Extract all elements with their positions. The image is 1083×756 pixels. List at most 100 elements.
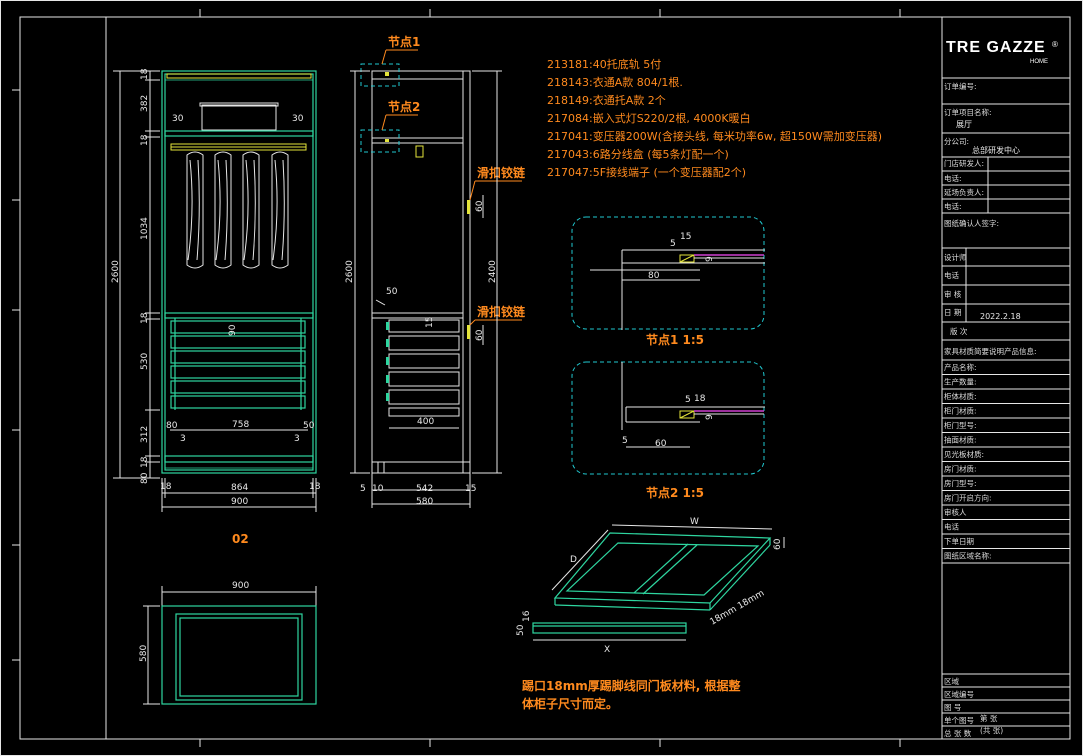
hinge-marker-1 bbox=[467, 200, 470, 214]
hinge-label-1: 滑扣铰链 bbox=[477, 165, 526, 180]
dim-total-d: 580 bbox=[416, 497, 433, 507]
plan-view: 02 900 580 bbox=[139, 532, 317, 705]
plan-dim-w: 900 bbox=[232, 581, 249, 591]
node1-label: 节点1 bbox=[388, 34, 420, 49]
dim-plinth-1: 18 bbox=[140, 456, 150, 468]
dim-side-r: 50 bbox=[303, 421, 315, 431]
d1-dim-d: 9 bbox=[705, 256, 715, 262]
title-field-label: 图纸区域名称: bbox=[944, 551, 992, 561]
footer-note-2: 体柜子尺寸而定。 bbox=[522, 696, 618, 711]
brand-logo: TRE GAZZE bbox=[946, 39, 1046, 56]
drawer-handles bbox=[386, 322, 389, 401]
title-bottom-label: 图 号 bbox=[944, 703, 961, 712]
title-field-label: 电话 bbox=[944, 522, 959, 532]
phone-label-3: 电话 bbox=[944, 270, 959, 280]
dim-side-right-h: 2400 bbox=[488, 260, 498, 283]
hinge-label-2: 滑扣铰链 bbox=[477, 304, 526, 319]
dim-drawer-tag: 15 bbox=[425, 317, 435, 328]
detail-2: 5 18 5 60 9 节点2 1:5 bbox=[571, 361, 765, 500]
phone-label-2: 电话: bbox=[944, 201, 962, 211]
side-dims bbox=[350, 70, 502, 508]
note-line: 217047:5F接线端子 (一个变压器配2个) bbox=[547, 165, 746, 179]
border-ticks bbox=[12, 9, 901, 747]
d2-dim-a: 5 bbox=[685, 395, 691, 405]
detail2-caption: 节点2 1:5 bbox=[646, 485, 704, 500]
title-field-label: 房门型号: bbox=[944, 478, 977, 488]
frame-dim-W: W bbox=[690, 517, 699, 527]
hinge-marker-2 bbox=[467, 325, 470, 339]
dim-base: 312 bbox=[140, 426, 150, 443]
dim-gap-r: 3 bbox=[294, 434, 300, 444]
dim-shelf: 18 bbox=[140, 134, 150, 146]
title-bottom-label: 区域编号 bbox=[944, 689, 974, 699]
plinth-frame-iso: W D 60 18mm 18mm X 16 50 bbox=[516, 517, 785, 655]
title-bottom-label: 单个图号 bbox=[944, 715, 974, 725]
note-line: 217084:嵌入式灯S220/2根, 4000K暖白 bbox=[547, 111, 751, 125]
node2-label: 节点2 bbox=[388, 99, 420, 114]
dim-top: 18 bbox=[140, 68, 150, 80]
d2-dim-d: 60 bbox=[655, 439, 667, 449]
sheet-no-value: 第 张 bbox=[980, 713, 998, 723]
date-value: 2022.2.18 bbox=[980, 312, 1021, 321]
designer-label: 设计师 bbox=[944, 252, 967, 262]
version-label: 版 次 bbox=[950, 326, 968, 336]
drawer-stack bbox=[170, 318, 306, 410]
dim-drawer-gap: 90 bbox=[228, 324, 238, 336]
frame-dim-t: 16 bbox=[522, 610, 532, 622]
dim-side-total-h: 2600 bbox=[345, 260, 355, 283]
node2-box bbox=[360, 129, 400, 153]
d2-dim-b: 18 bbox=[694, 394, 706, 404]
dim-clearance-r: 30 bbox=[292, 114, 304, 124]
dim-body-w: 864 bbox=[231, 483, 248, 493]
title-bottom-label: 总 张 数 bbox=[944, 728, 972, 738]
dim-drawers: 530 bbox=[140, 353, 150, 370]
registered-icon: ® bbox=[1052, 40, 1058, 49]
side-section: 节点1 节点2 滑扣铰链 滑扣铰链 2600 2400 60 60 50 15 … bbox=[345, 34, 526, 508]
front-vertical-dims bbox=[113, 70, 160, 479]
note-label: 家具材质简要说明产品信息: bbox=[944, 346, 1037, 356]
dim-edge-l: 18 bbox=[160, 482, 172, 492]
title-field-label: 见光板材质: bbox=[944, 449, 984, 459]
phone-label-1: 电话: bbox=[944, 173, 962, 183]
dim-plinth-2: 80 bbox=[140, 472, 150, 484]
title-field-label: 抽面材质: bbox=[944, 435, 977, 445]
dim-b2: 10 bbox=[372, 484, 384, 494]
dim-b3: 542 bbox=[416, 484, 433, 494]
project-lead-label: 延场负责人: bbox=[944, 187, 984, 197]
date-label: 日 期 bbox=[944, 308, 961, 317]
note-line: 218143:衣通A款 804/1根. bbox=[547, 75, 683, 89]
frame-dim-D: D bbox=[570, 555, 577, 565]
frame-dim-X: X bbox=[604, 645, 610, 655]
plan-dim-h: 580 bbox=[139, 645, 149, 662]
detail-1: 5 15 80 9 节点1 1:5 bbox=[571, 216, 765, 347]
clothes-hangers bbox=[186, 151, 289, 269]
dim-b1: 5 bbox=[360, 484, 366, 494]
dim-side-l: 80 bbox=[166, 421, 178, 431]
title-field-label: 柜门型号: bbox=[944, 420, 977, 430]
detail1-caption: 节点1 1:5 bbox=[646, 332, 704, 347]
dim-total-h: 2600 bbox=[111, 260, 121, 283]
title-block: TRE GAZZE HOME ® 订单编号: 订单项目名称: 展厅 分公司: 总… bbox=[941, 16, 1071, 740]
store-rd-label: 门店研发人: bbox=[944, 158, 984, 168]
d2-dim-e: 9 bbox=[705, 414, 715, 420]
project-value: 展厅 bbox=[956, 120, 972, 129]
company-value: 总部研发中心 bbox=[972, 145, 1020, 155]
frame-dim-t2: 50 bbox=[516, 624, 526, 636]
dim-inner-w: 758 bbox=[232, 420, 249, 430]
note-line: 217041:变压器200W(含接头线, 每米功率6w, 超150W需加变压器) bbox=[547, 129, 882, 143]
title-field-label: 审核人 bbox=[944, 507, 967, 517]
frame-dim-h: 60 bbox=[773, 538, 783, 550]
project-label: 订单项目名称: bbox=[944, 107, 992, 117]
footer-note-1: 踢口18mm厚踢脚线同门板材料, 根据整 bbox=[522, 678, 740, 693]
dim-b4: 15 bbox=[465, 484, 476, 494]
order-no-label: 订单编号: bbox=[944, 81, 977, 91]
note-line: 213181:40托底轨 5付 bbox=[547, 57, 661, 71]
title-field-label: 产品名称: bbox=[944, 362, 977, 372]
title-field-label: 房门材质: bbox=[944, 464, 977, 474]
review-label: 审 核 bbox=[944, 289, 962, 299]
d2-dim-c: 5 bbox=[622, 436, 628, 446]
node1-marker bbox=[385, 72, 389, 76]
dim-hinge-h: 60 bbox=[475, 200, 485, 212]
